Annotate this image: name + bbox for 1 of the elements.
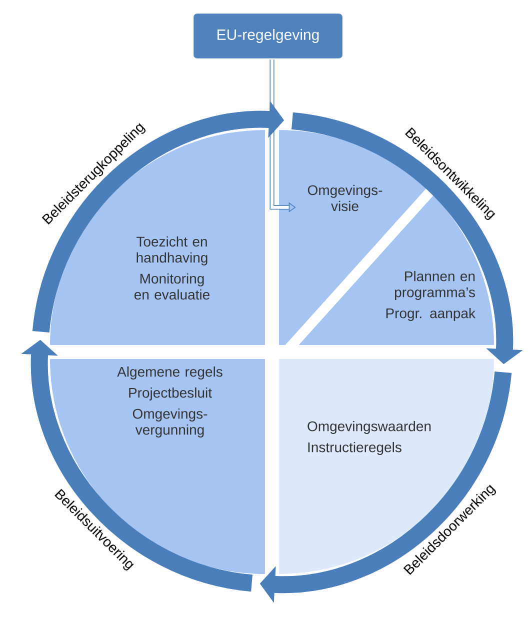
arrow <box>270 60 296 212</box>
